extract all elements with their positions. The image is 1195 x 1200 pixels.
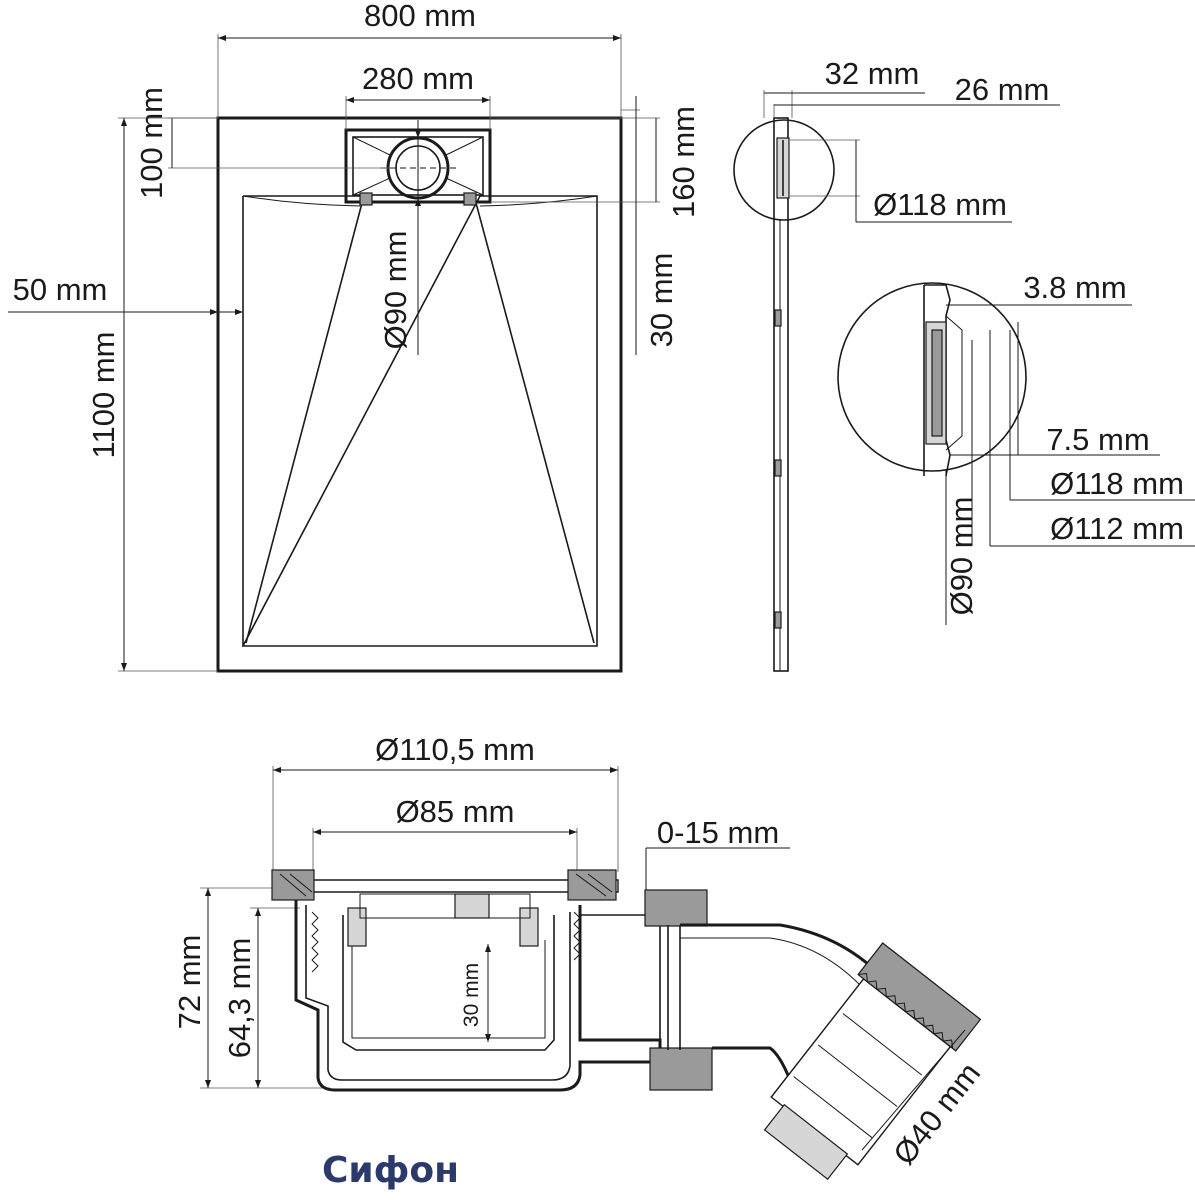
slope-line-right — [475, 202, 595, 644]
tray-side-view: 32 mm 26 mm Ø118 mm — [733, 56, 1060, 672]
drain-diameter-dimension: Ø90 mm — [378, 231, 413, 350]
outlet-nut-top — [644, 889, 708, 927]
pipe-diameter-dimension: Ø90 mm — [944, 497, 979, 616]
siphon-outer-diameter: Ø110,5 mm — [375, 732, 535, 767]
siphon-view: Ø110,5 mm Ø85 mm 0-15 mm 72 mm 64,3 mm — [172, 732, 987, 1191]
detail-circle-small — [733, 119, 835, 221]
water-seal-dimension: 30 mm — [460, 963, 483, 1027]
siphon-height-dimension: 72 mm — [172, 935, 207, 1030]
tray-top-view: 800 mm 280 mm 100 mm 1100 mm 50 mm Ø90 m… — [8, 0, 701, 673]
slope-line-left — [245, 202, 363, 644]
width-dimension: 800 mm — [364, 0, 476, 33]
drain-detail-view: 3.8 mm 7.5 mm Ø118 mm Ø112 mm Ø90 mm — [837, 270, 1195, 625]
detail-circle-large — [837, 282, 1027, 472]
side-margin-dimension: 50 mm — [13, 272, 108, 307]
outlet-body — [763, 942, 982, 1181]
siphon-title: Сифон — [322, 1150, 459, 1191]
siphon-inner-diameter: Ø85 mm — [396, 794, 515, 829]
tray-outline — [216, 116, 623, 673]
adjust-range-dimension: 0-15 mm — [657, 815, 779, 850]
inner-diameter-dimension: Ø112 mm — [1050, 511, 1184, 546]
step-dimension: 7.5 mm — [1046, 422, 1149, 457]
outlet-nut-bottom — [649, 1047, 713, 1091]
siphon-body — [271, 869, 982, 1181]
drain-depth-dimension: 160 mm — [666, 106, 701, 218]
wall-dimension: 3.8 mm — [1023, 270, 1126, 305]
base-dimension: 26 mm — [955, 72, 1050, 107]
flange-dimension: Ø118 mm — [873, 187, 1007, 222]
tray-side-profile — [773, 117, 789, 672]
length-dimension: 1100 mm — [86, 332, 121, 459]
siphon-inner-height-dimension: 64,3 mm — [222, 938, 257, 1059]
drain-offset-dimension: 100 mm — [134, 87, 169, 199]
drain-width-dimension: 280 mm — [362, 61, 474, 96]
outer-diameter-dimension: Ø118 mm — [1050, 466, 1184, 501]
slope-dimension: 30 mm — [644, 253, 679, 348]
thickness-dimension: 32 mm — [825, 56, 920, 91]
tray-basin — [241, 195, 598, 647]
